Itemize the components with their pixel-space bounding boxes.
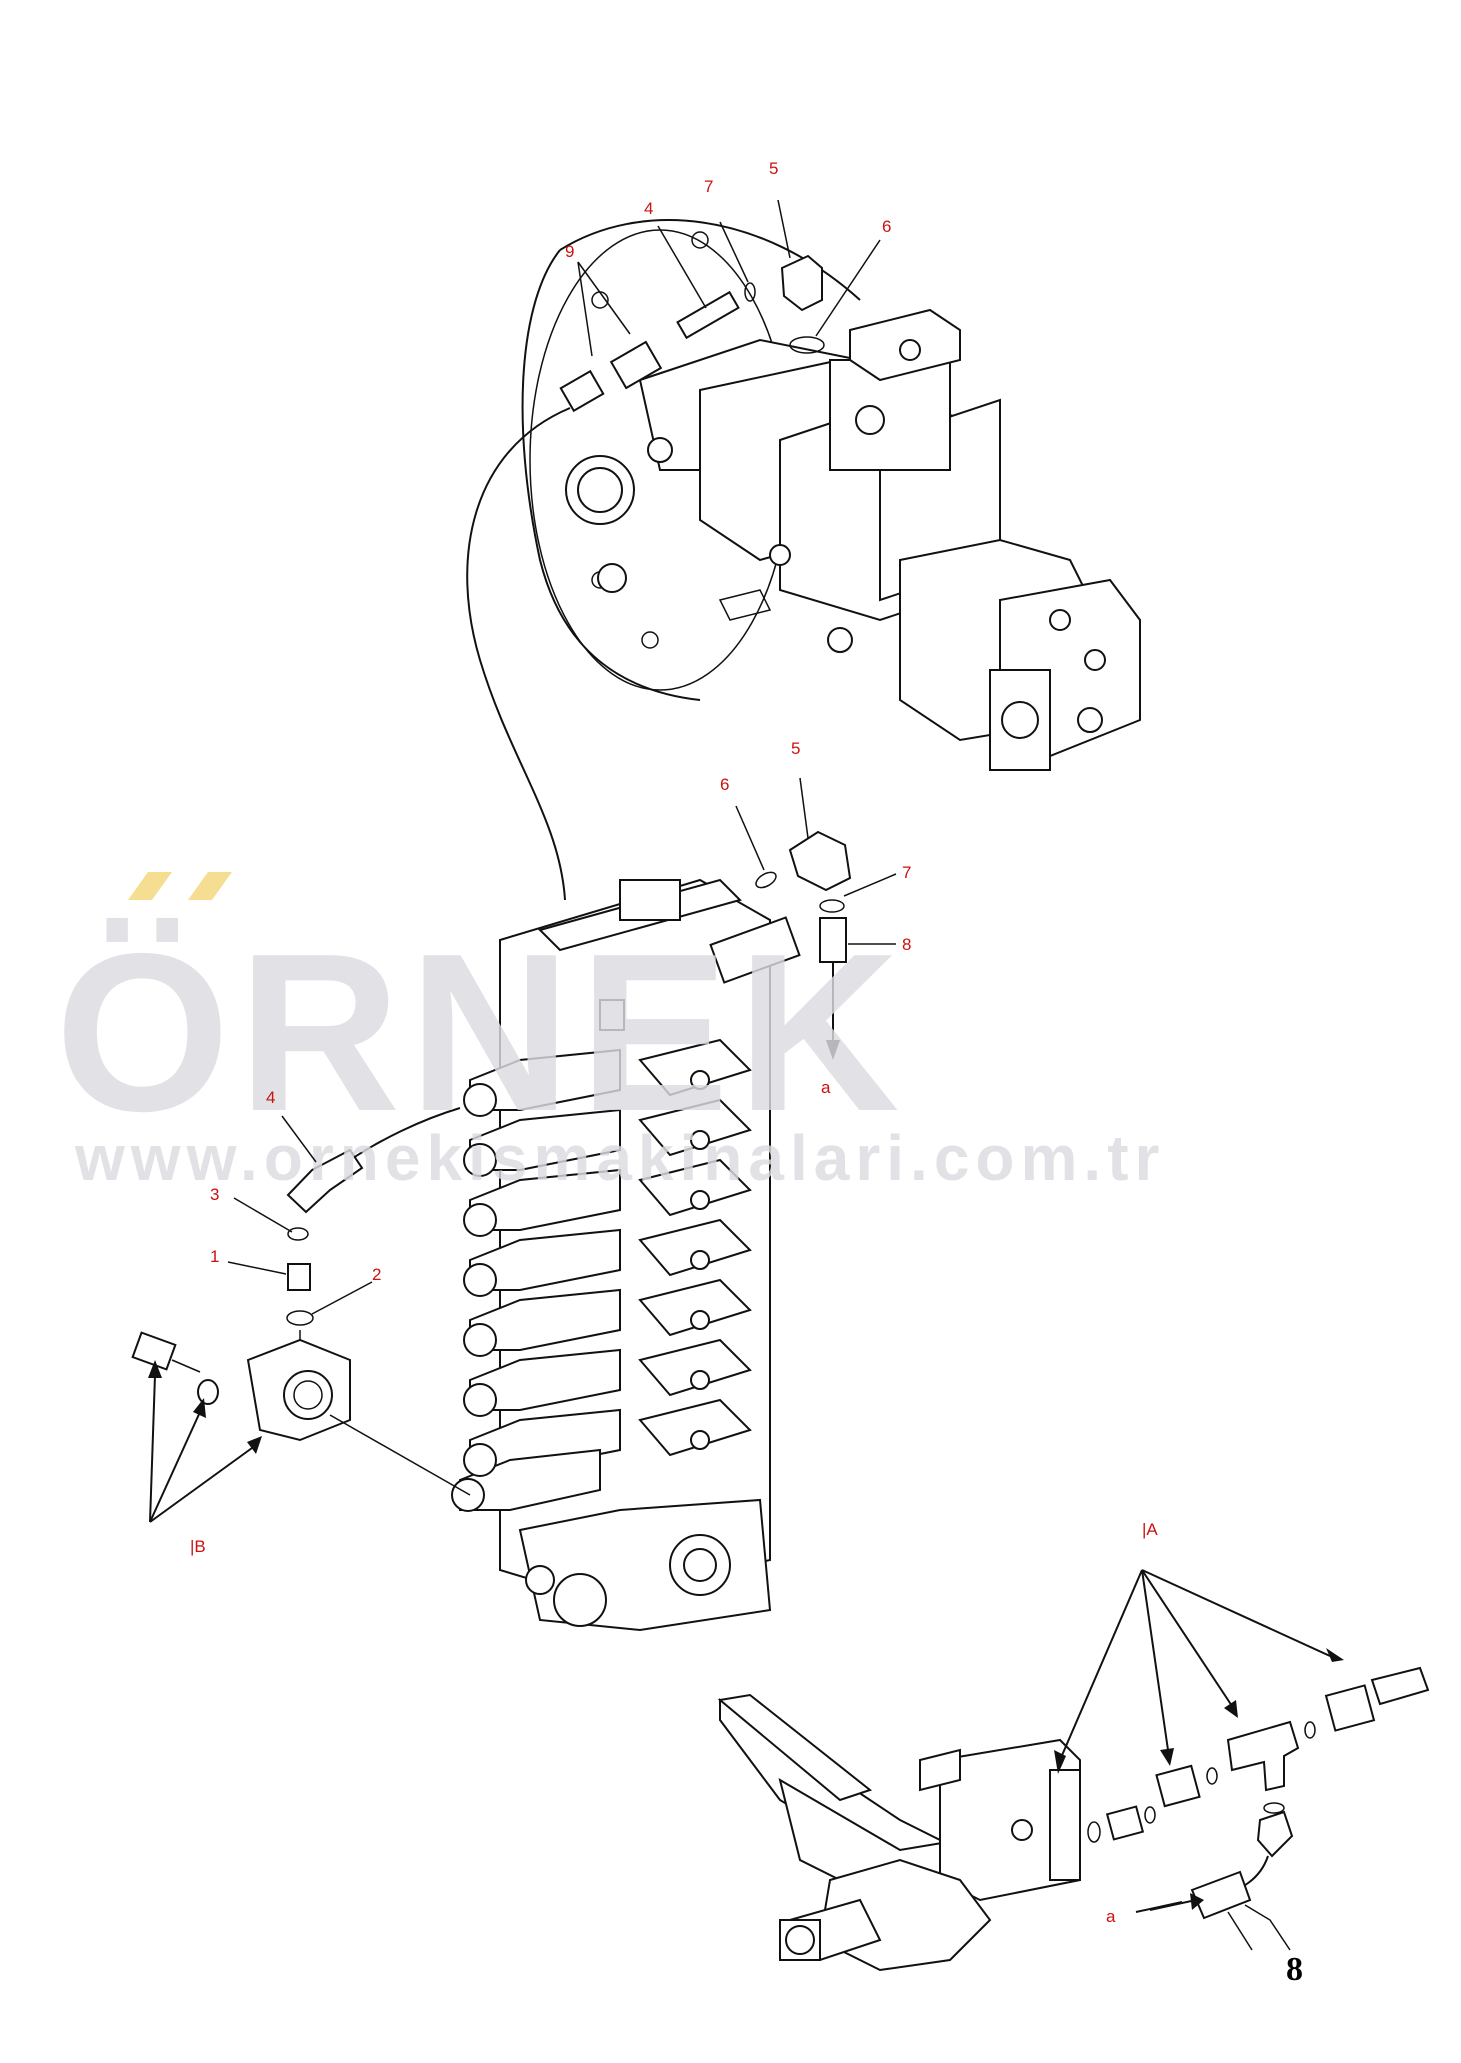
detail-tube xyxy=(1370,1666,1430,1706)
mid-oring-6 xyxy=(755,871,777,889)
callout-upper-6: 6 xyxy=(882,217,891,236)
callout-upper-7: 7 xyxy=(704,177,713,196)
watermark-accent-2 xyxy=(188,872,232,900)
upper-oring-6 xyxy=(789,336,825,354)
detail-oring-2 xyxy=(1144,1806,1156,1824)
callout-left-2: 2 xyxy=(372,1265,381,1284)
watermark-url: www.ornekismakinalari.com.tr xyxy=(74,1122,1165,1194)
flange-leader xyxy=(329,1414,471,1496)
callout-left-1: 1 xyxy=(210,1247,219,1266)
callout-left-4: 4 xyxy=(266,1088,275,1107)
detail-oring-1 xyxy=(1087,1821,1101,1843)
detail-oring-3 xyxy=(1206,1767,1218,1785)
leader-lines xyxy=(227,199,1253,1951)
left-washer xyxy=(197,1379,219,1405)
upper-adapter-4 xyxy=(676,290,740,340)
callout-upper-4: 4 xyxy=(644,199,653,218)
callout-mid-8: 8 xyxy=(902,935,911,954)
detail-adapter xyxy=(1105,1805,1145,1841)
detail-elbow xyxy=(1256,1810,1294,1858)
mid-elbow-5 xyxy=(788,830,852,892)
callout-left-3: 3 xyxy=(210,1185,219,1204)
left-oring-2 xyxy=(286,1310,314,1326)
detail-nut-2 xyxy=(1324,1684,1376,1732)
valve-spool-stack xyxy=(451,1038,752,1512)
detail-tee xyxy=(1226,1720,1300,1792)
callout-mid-a: a xyxy=(821,1078,831,1097)
detail-adapter-8 xyxy=(1190,1870,1252,1920)
callout-mid-5: 5 xyxy=(791,739,800,758)
upper-fittings xyxy=(466,254,825,901)
mid-oring-7 xyxy=(819,899,845,913)
callout-detail-a-lower: a xyxy=(1106,1907,1116,1926)
callout-mid-7: 7 xyxy=(902,863,911,882)
callout-labels: 9 4 7 5 6 6 5 7 8 a 4 3 1 2 |B |A a 8 xyxy=(190,159,1303,1988)
callout-detail-8: 8 xyxy=(1286,1951,1303,1988)
watermark-accent-1 xyxy=(128,872,172,900)
callout-detail-a: |A xyxy=(1142,1520,1158,1539)
left-adapter-1 xyxy=(287,1263,311,1291)
left-oring-3 xyxy=(287,1227,309,1241)
callout-detail-b: |B xyxy=(190,1537,206,1556)
watermark-brand: ÖRNEK xyxy=(55,906,908,1158)
callout-upper-9: 9 xyxy=(565,242,574,261)
left-hose xyxy=(349,1107,461,1161)
hose-line xyxy=(466,407,571,901)
left-elbow-4 xyxy=(286,1148,364,1214)
detail-oring-5 xyxy=(1263,1802,1285,1814)
control-valve-drawing xyxy=(451,878,801,1632)
detail-nut xyxy=(1155,1764,1201,1808)
detail-oring-4 xyxy=(1304,1721,1316,1739)
mid-adapter-8 xyxy=(819,917,847,963)
mid-fittings xyxy=(755,830,852,1060)
upper-oring-7 xyxy=(744,282,756,302)
left-bolt xyxy=(131,1331,177,1371)
callout-mid-6: 6 xyxy=(720,775,729,794)
left-fittings xyxy=(131,1107,471,1523)
watermark: ÖRNEK www.ornekismakinalari.com.tr xyxy=(55,872,1165,1194)
mid-arrow-a xyxy=(826,1040,840,1060)
upper-nut-9a xyxy=(559,369,605,413)
detail-a-drawing xyxy=(717,1569,1430,1972)
upper-elbow-5 xyxy=(780,254,823,312)
hydraulic-pump-drawing xyxy=(521,219,1141,771)
upper-nut-9b xyxy=(609,340,663,390)
callout-upper-5: 5 xyxy=(769,159,778,178)
